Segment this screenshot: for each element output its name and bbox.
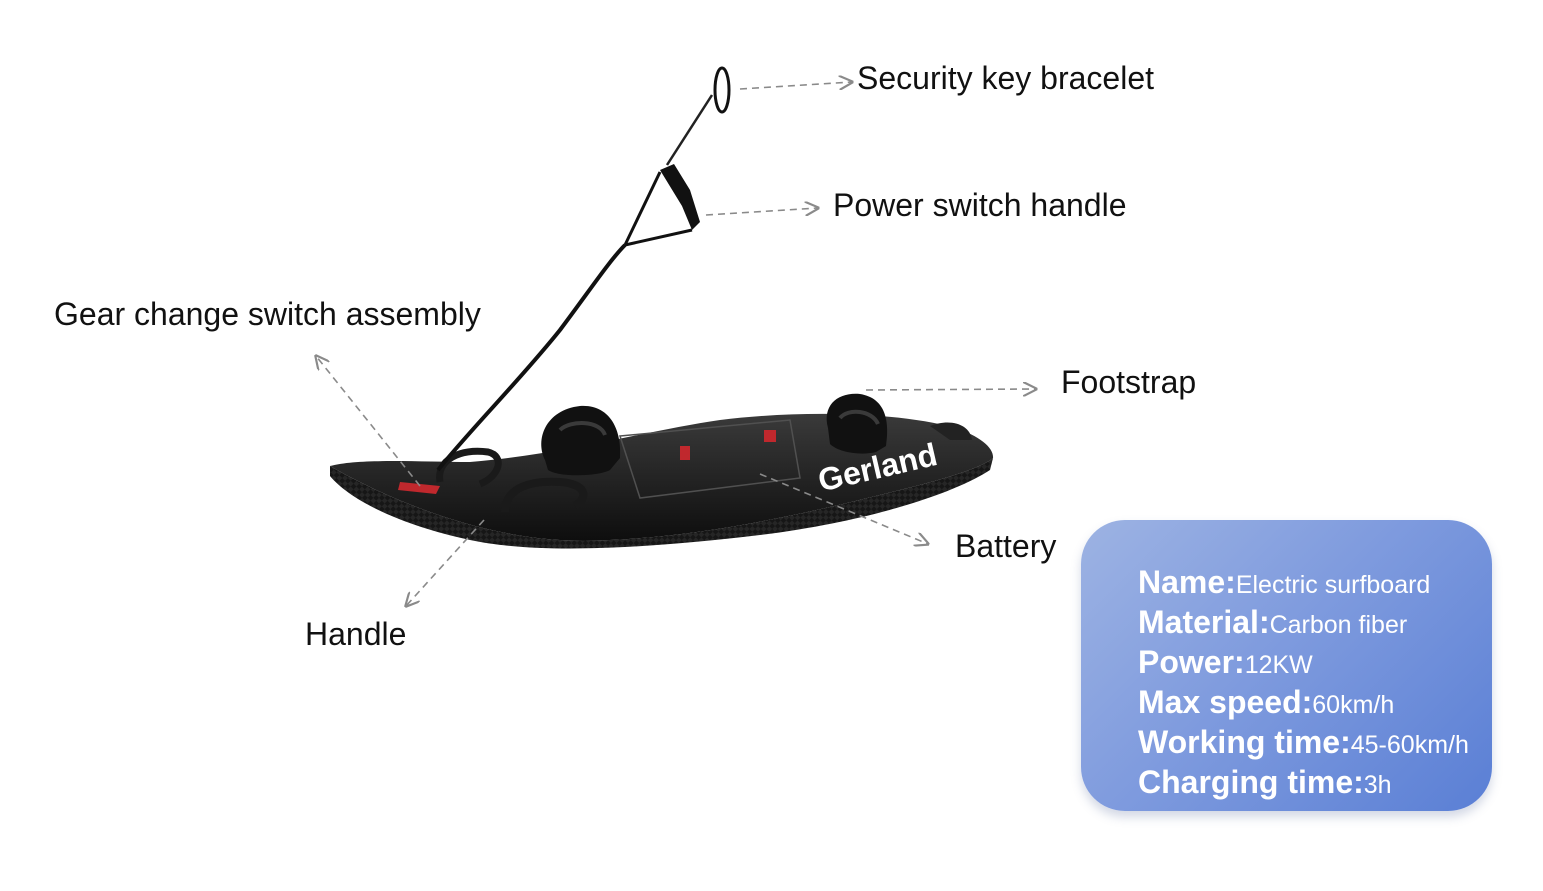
battery-hatch <box>618 419 801 499</box>
nose-decal <box>398 482 440 494</box>
spec-row-power: Power:12KW <box>1138 644 1469 684</box>
front-footstrap <box>541 405 621 476</box>
nose-handle <box>501 477 588 513</box>
leader-handle <box>406 519 485 606</box>
spec-key: Charging time: <box>1138 764 1364 800</box>
label-handle: Handle <box>305 616 407 652</box>
spec-key: Working time: <box>1138 724 1351 760</box>
label-footstrap: Footstrap <box>1061 364 1197 400</box>
spec-value: 12KW <box>1244 651 1313 679</box>
spec-key: Power: <box>1138 644 1245 680</box>
rear-footstrap <box>826 393 888 454</box>
leader-footstrap <box>865 389 1036 390</box>
deck-decal-rear <box>764 430 776 442</box>
board-tail <box>930 422 972 440</box>
board-deck <box>330 413 994 541</box>
spec-value: 45-60km/h <box>1350 731 1469 759</box>
spec-list: Name:Electric surfboard Material:Carbon … <box>1138 564 1469 804</box>
label-gear-change-switch: Gear change switch assembly <box>54 296 481 332</box>
power-switch-handle-shape <box>660 164 700 230</box>
security-bracelet-shape <box>713 66 731 114</box>
label-power-switch-handle: Power switch handle <box>833 187 1127 223</box>
spec-row-working-time: Working time:45-60km/h <box>1138 724 1469 764</box>
spec-key: Material: <box>1138 604 1270 640</box>
spec-value: Carbon fiber <box>1269 611 1408 639</box>
deck-decal <box>680 446 690 460</box>
spec-row-material: Material:Carbon fiber <box>1138 604 1469 644</box>
spec-panel: Name:Electric surfboard Material:Carbon … <box>1081 520 1492 811</box>
spec-key: Max speed: <box>1138 684 1313 720</box>
label-security-key-bracelet: Security key bracelet <box>857 60 1155 96</box>
spec-row-charging-time: Charging time:3h <box>1138 764 1469 804</box>
spec-key: Name: <box>1138 564 1236 600</box>
leader-gear <box>316 356 421 487</box>
coiled-cord <box>665 94 714 166</box>
label-battery: Battery <box>955 528 1057 564</box>
spec-row-max-speed: Max speed:60km/h <box>1138 684 1469 724</box>
spec-value: Electric surfboard <box>1235 571 1431 599</box>
board-rail <box>330 458 993 549</box>
leader-power <box>705 208 818 215</box>
leader-security <box>739 82 852 89</box>
spec-row-name: Name:Electric surfboard <box>1138 564 1469 604</box>
leader-battery <box>759 473 928 544</box>
leash-cable <box>436 243 627 472</box>
spec-value: 3h <box>1363 771 1392 799</box>
spec-value: 60km/h <box>1312 691 1395 719</box>
